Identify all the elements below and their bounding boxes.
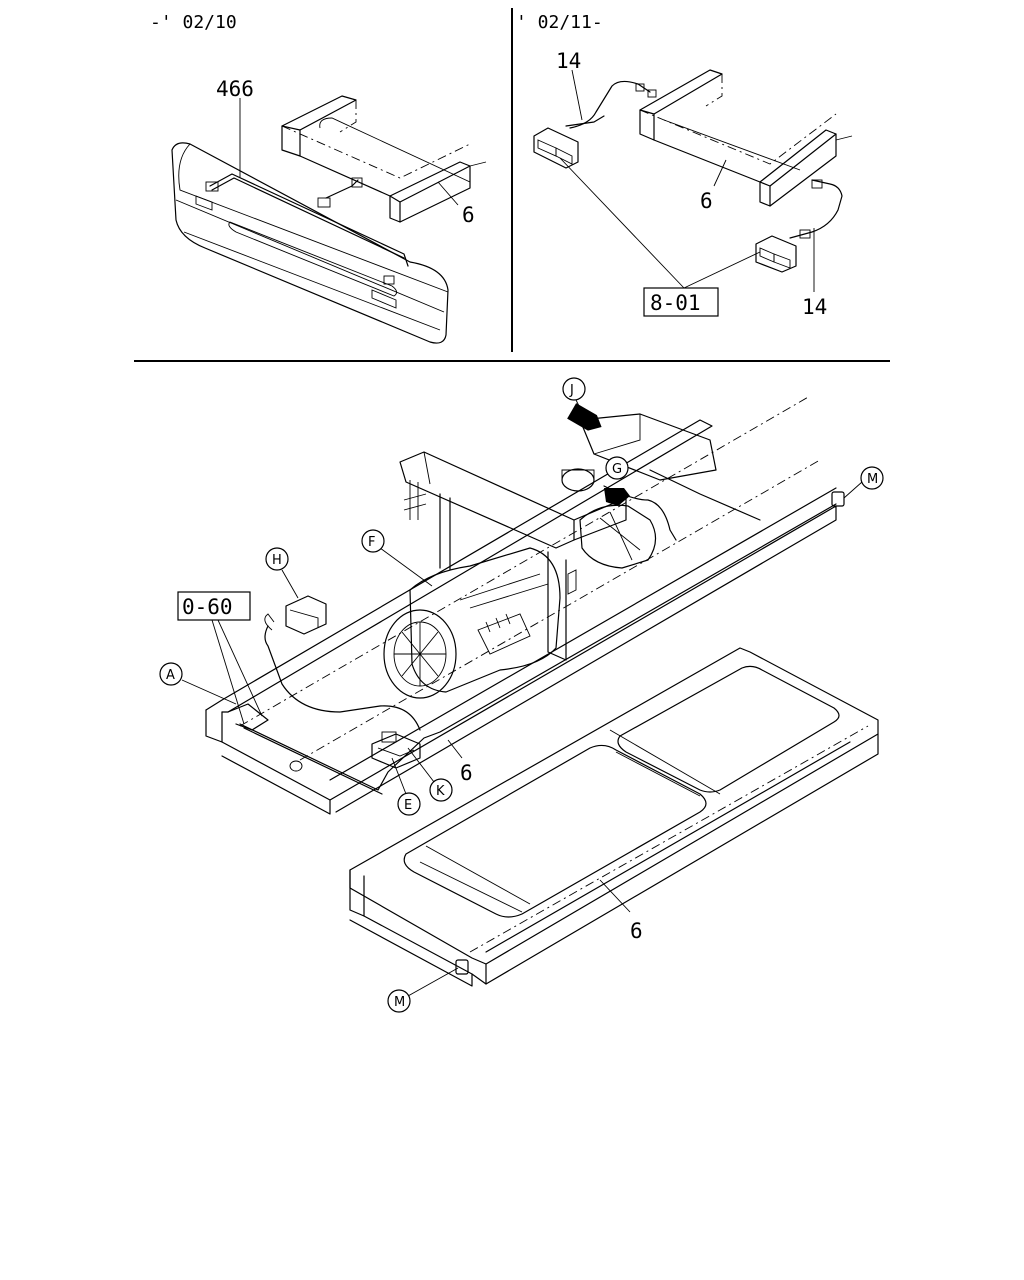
svg-text:G: G: [612, 462, 622, 477]
leader-14-upper: [571, 69, 583, 121]
label-14-upper: 14: [556, 49, 581, 73]
callout-h: H: [265, 547, 299, 599]
callout-e: E: [391, 757, 421, 816]
engine-illustration: [383, 547, 561, 699]
header-top-right: ' 02/11-: [516, 12, 603, 33]
callout-j: J: [562, 377, 586, 413]
label-6-main-front: 6: [460, 761, 473, 785]
callout-g: G: [605, 456, 629, 480]
chassis-frame-rear: [349, 647, 879, 987]
label-8-01: 8-01: [650, 291, 701, 315]
svg-text:J: J: [569, 383, 574, 398]
front-bumper-illustration: [171, 142, 449, 344]
arrow-g: [604, 488, 630, 506]
svg-text:K: K: [436, 784, 445, 799]
label-14-lower: 14: [802, 295, 827, 319]
svg-text:M: M: [394, 995, 405, 1010]
label-6-top-left: 6: [462, 203, 475, 227]
callout-k: K: [407, 747, 453, 802]
label-6-top-right: 6: [700, 189, 713, 213]
label-6-main-rear: 6: [630, 919, 643, 943]
ref-box-8-01: [643, 287, 719, 317]
main-harness-route: [239, 469, 837, 795]
connector-m-right: [831, 491, 845, 507]
label-466: 466: [216, 77, 254, 101]
relay-box-h: [264, 595, 327, 635]
callout-f: F: [361, 529, 433, 587]
callout-m-right: M: [843, 466, 884, 499]
frame-front-section-top-right: [639, 69, 853, 207]
connector-m-bottom: [455, 959, 469, 975]
lamp-lower: [755, 179, 843, 273]
leader-6-main-rear: [599, 879, 631, 913]
arrow-j: [567, 403, 602, 431]
callout-m-bottom: M: [387, 967, 459, 1013]
leader-8-01-b: [683, 251, 761, 289]
leader-6-main-front: [447, 739, 463, 759]
frame-front-section-top-left: [281, 95, 487, 223]
leader-8-01-a: [559, 157, 685, 289]
ref-box-0-60: [177, 591, 251, 621]
svg-text:E: E: [404, 798, 412, 813]
connector-block-ek: [371, 731, 421, 769]
label-0-60: 0-60: [182, 595, 233, 619]
chassis-frame-front: [205, 395, 837, 815]
leader-6-top-right: [713, 159, 727, 187]
differential-illustration: [561, 468, 657, 569]
leader-0-60: [211, 619, 245, 725]
leader-0-60-b: [217, 619, 263, 717]
lamp-upper: [533, 80, 657, 169]
svg-text:M: M: [867, 472, 878, 487]
leader-6-top-left: [437, 181, 459, 206]
callout-a: A: [159, 662, 237, 705]
svg-text:H: H: [272, 553, 282, 568]
svg-text:F: F: [368, 535, 375, 550]
svg-text:A: A: [166, 668, 175, 683]
header-top-left: -' 02/10: [150, 12, 237, 33]
